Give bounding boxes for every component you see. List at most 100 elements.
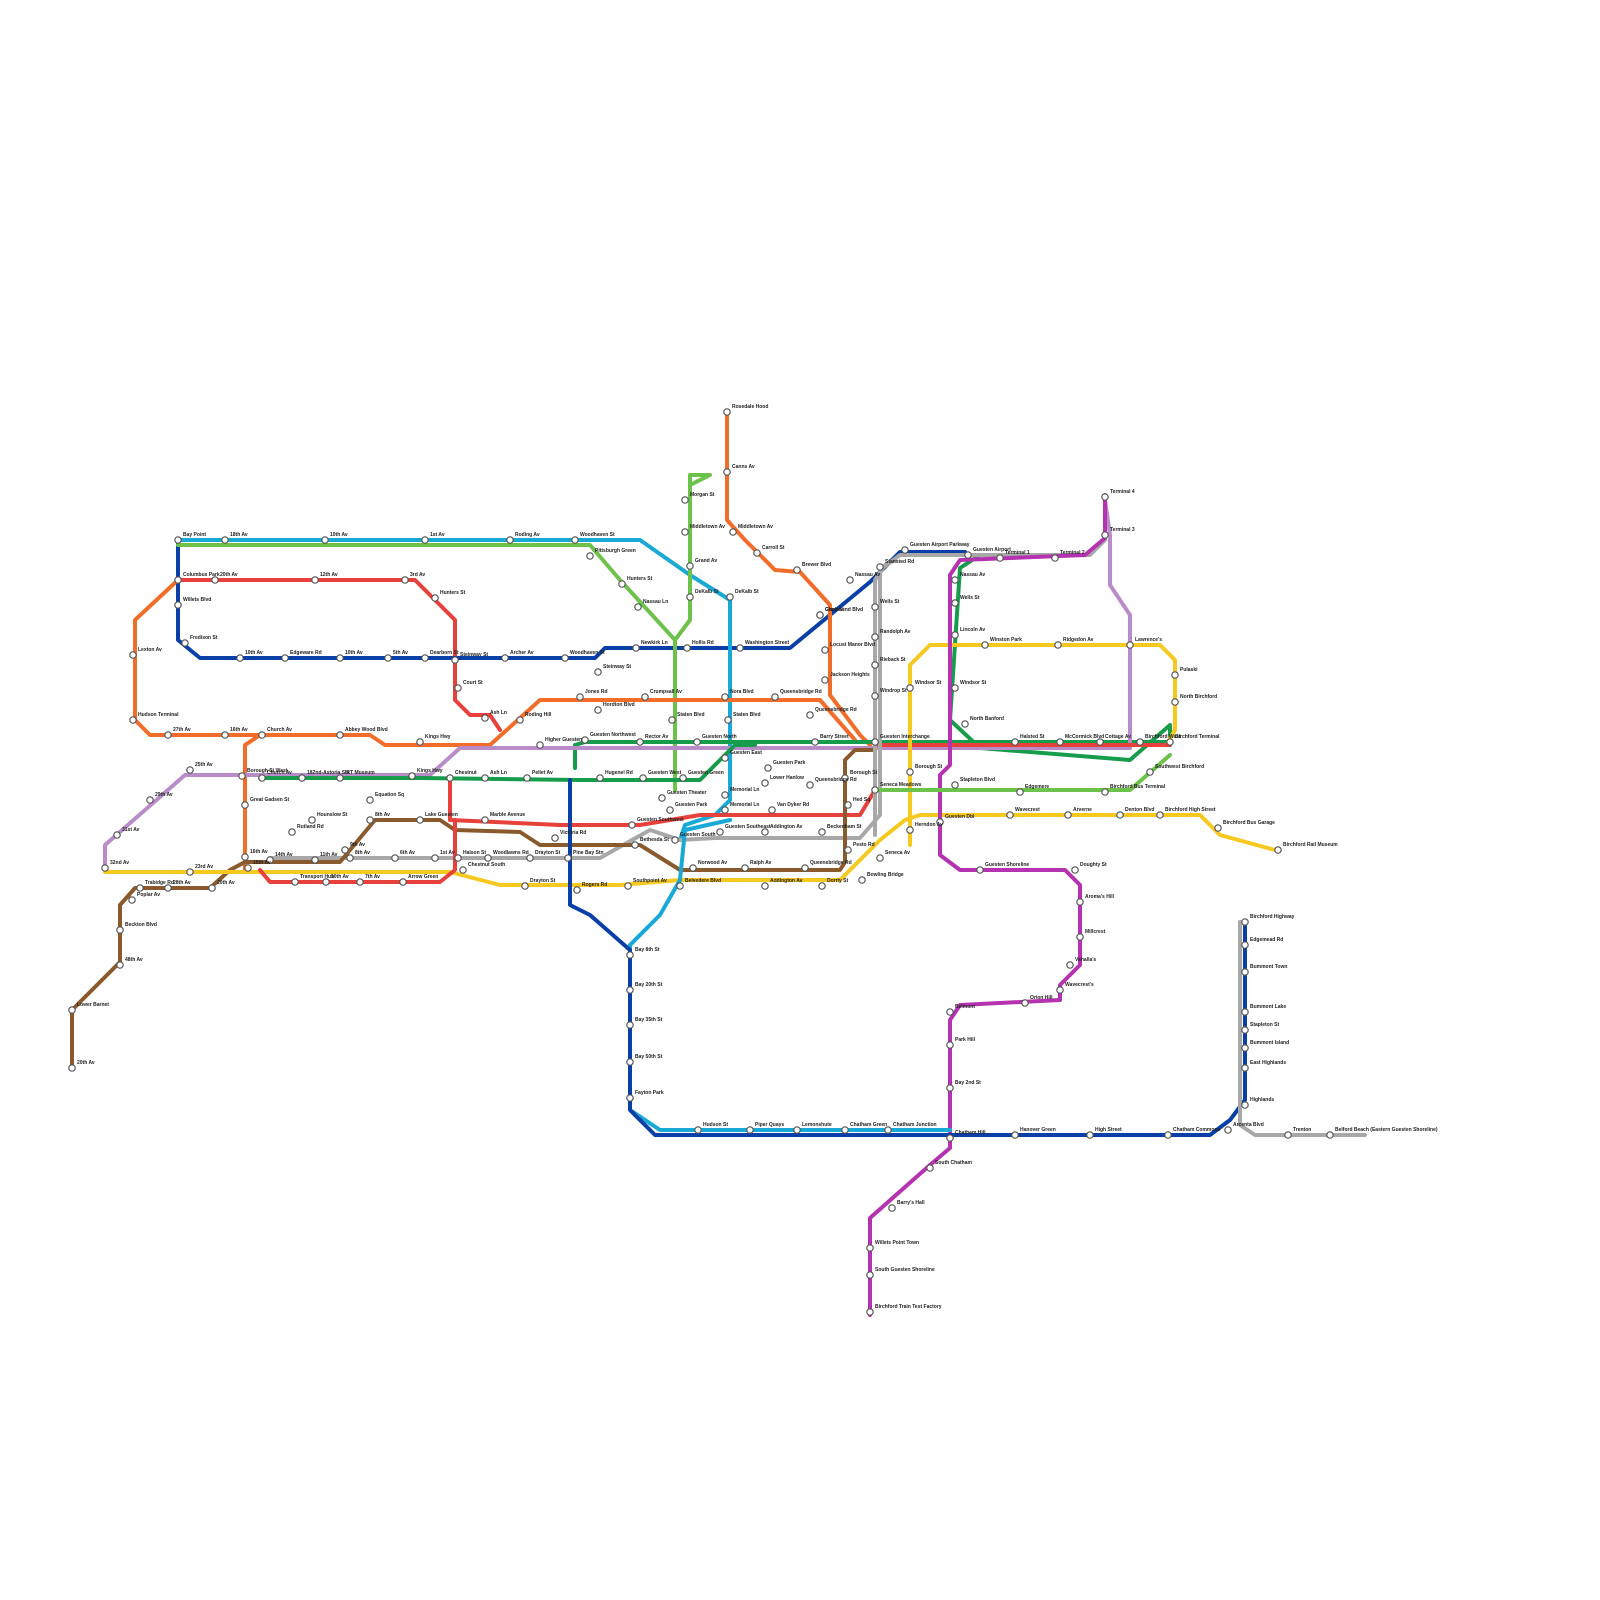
station-marker[interactable] bbox=[1326, 1131, 1334, 1139]
station-marker[interactable] bbox=[996, 554, 1004, 562]
station-marker[interactable] bbox=[1006, 811, 1014, 819]
station-marker[interactable] bbox=[683, 644, 691, 652]
station-marker[interactable] bbox=[236, 654, 244, 662]
station-marker[interactable] bbox=[768, 806, 776, 814]
station-marker[interactable] bbox=[571, 536, 579, 544]
station-marker[interactable] bbox=[116, 961, 124, 969]
station-marker[interactable] bbox=[1284, 1131, 1292, 1139]
station-marker[interactable] bbox=[186, 868, 194, 876]
station-marker[interactable] bbox=[871, 633, 879, 641]
station-marker[interactable] bbox=[208, 884, 216, 892]
station-marker[interactable] bbox=[481, 774, 489, 782]
station-marker[interactable] bbox=[746, 1126, 754, 1134]
station-marker[interactable] bbox=[946, 1041, 954, 1049]
station-marker[interactable] bbox=[258, 774, 266, 782]
station-marker[interactable] bbox=[551, 834, 559, 842]
station-marker[interactable] bbox=[288, 828, 296, 836]
station-marker[interactable] bbox=[926, 1164, 934, 1172]
station-marker[interactable] bbox=[421, 536, 429, 544]
station-marker[interactable] bbox=[876, 563, 884, 571]
station-marker[interactable] bbox=[431, 594, 439, 602]
station-marker[interactable] bbox=[516, 716, 524, 724]
station-marker[interactable] bbox=[626, 1094, 634, 1102]
station-marker[interactable] bbox=[632, 644, 640, 652]
station-marker[interactable] bbox=[793, 1126, 801, 1134]
station-marker[interactable] bbox=[681, 528, 689, 536]
station-marker[interactable] bbox=[628, 821, 636, 829]
station-marker[interactable] bbox=[1064, 811, 1072, 819]
station-marker[interactable] bbox=[736, 644, 744, 652]
station-marker[interactable] bbox=[1051, 554, 1059, 562]
station-marker[interactable] bbox=[1011, 738, 1019, 746]
station-marker[interactable] bbox=[724, 716, 732, 724]
station-marker[interactable] bbox=[1241, 1064, 1249, 1072]
station-marker[interactable] bbox=[298, 774, 306, 782]
station-marker[interactable] bbox=[689, 864, 697, 872]
station-marker[interactable] bbox=[871, 692, 879, 700]
station-marker[interactable] bbox=[596, 774, 604, 782]
station-marker[interactable] bbox=[1076, 898, 1084, 906]
station-marker[interactable] bbox=[871, 603, 879, 611]
station-marker[interactable] bbox=[101, 864, 109, 872]
station-marker[interactable] bbox=[906, 684, 914, 692]
station-marker[interactable] bbox=[431, 854, 439, 862]
station-marker[interactable] bbox=[136, 884, 144, 892]
station-marker[interactable] bbox=[726, 593, 734, 601]
station-marker[interactable] bbox=[221, 536, 229, 544]
station-marker[interactable] bbox=[174, 536, 182, 544]
station-marker[interactable] bbox=[1016, 788, 1024, 796]
station-marker[interactable] bbox=[801, 864, 809, 872]
station-marker[interactable] bbox=[793, 566, 801, 574]
station-marker[interactable] bbox=[146, 796, 154, 804]
station-marker[interactable] bbox=[981, 641, 989, 649]
station-marker[interactable] bbox=[716, 828, 724, 836]
station-marker[interactable] bbox=[666, 806, 674, 814]
station-marker[interactable] bbox=[618, 580, 626, 588]
station-marker[interactable] bbox=[1164, 1131, 1172, 1139]
station-marker[interactable] bbox=[68, 1064, 76, 1072]
station-marker[interactable] bbox=[421, 654, 429, 662]
station-marker[interactable] bbox=[258, 731, 266, 739]
station-marker[interactable] bbox=[884, 1126, 892, 1134]
station-marker[interactable] bbox=[1171, 671, 1179, 679]
station-marker[interactable] bbox=[694, 1126, 702, 1134]
station-marker[interactable] bbox=[336, 774, 344, 782]
station-marker[interactable] bbox=[871, 661, 879, 669]
station-marker[interactable] bbox=[866, 1244, 874, 1252]
station-marker[interactable] bbox=[951, 684, 959, 692]
station-marker[interactable] bbox=[523, 774, 531, 782]
station-marker[interactable] bbox=[416, 738, 424, 746]
station-marker[interactable] bbox=[321, 536, 329, 544]
station-marker[interactable] bbox=[676, 882, 684, 890]
station-marker[interactable] bbox=[291, 878, 299, 886]
station-marker[interactable] bbox=[68, 1006, 76, 1014]
station-marker[interactable] bbox=[818, 828, 826, 836]
station-marker[interactable] bbox=[639, 774, 647, 782]
station-marker[interactable] bbox=[721, 693, 729, 701]
station-marker[interactable] bbox=[721, 806, 729, 814]
station-marker[interactable] bbox=[129, 651, 137, 659]
station-marker[interactable] bbox=[679, 774, 687, 782]
station-marker[interactable] bbox=[906, 768, 914, 776]
station-marker[interactable] bbox=[624, 882, 632, 890]
station-marker[interactable] bbox=[366, 816, 374, 824]
station-marker[interactable] bbox=[671, 836, 679, 844]
station-marker[interactable] bbox=[626, 986, 634, 994]
station-marker[interactable] bbox=[308, 816, 316, 824]
station-marker[interactable] bbox=[964, 551, 972, 559]
station-marker[interactable] bbox=[946, 1084, 954, 1092]
station-marker[interactable] bbox=[244, 864, 252, 872]
station-marker[interactable] bbox=[1241, 1044, 1249, 1052]
station-marker[interactable] bbox=[686, 593, 694, 601]
station-marker[interactable] bbox=[576, 693, 584, 701]
station-marker[interactable] bbox=[871, 738, 879, 746]
station-marker[interactable] bbox=[723, 468, 731, 476]
station-marker[interactable] bbox=[1071, 866, 1079, 874]
station-marker[interactable] bbox=[946, 1008, 954, 1016]
station-marker[interactable] bbox=[876, 854, 884, 862]
station-marker[interactable] bbox=[454, 854, 462, 862]
station-marker[interactable] bbox=[129, 716, 137, 724]
station-marker[interactable] bbox=[336, 731, 344, 739]
station-marker[interactable] bbox=[164, 731, 172, 739]
station-marker[interactable] bbox=[238, 772, 246, 780]
